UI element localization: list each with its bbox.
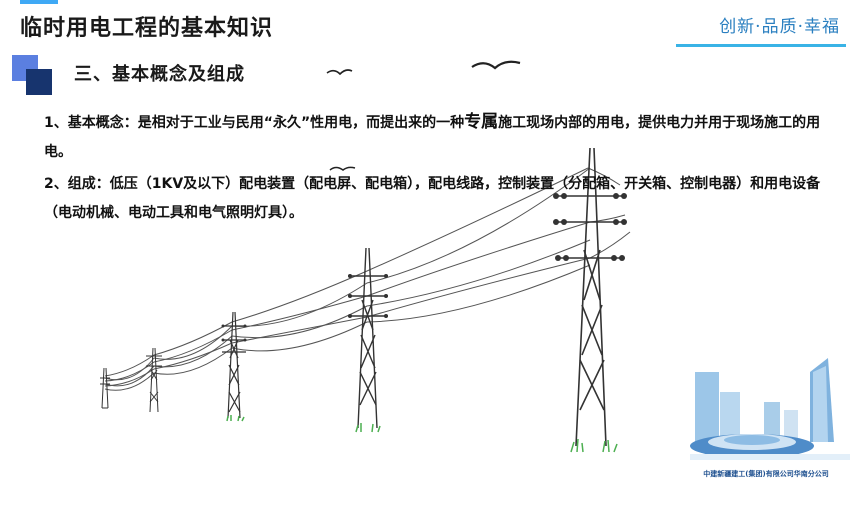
grass-icon [226,415,618,453]
power-tower [100,367,110,409]
slogan: 创新·品质·幸福 [719,17,840,37]
company-name: 中建新疆建工(集团)有限公司华南分公司 [703,470,829,478]
bird-icon [329,166,356,171]
composition-paragraph: 2、组成：低压（1KV及以下）配电装置（配电屏、配电箱），配电线路，控制装置（分… [44,176,821,221]
top-accent-bar [20,0,58,4]
company-city-logo [690,358,850,466]
bird-icon [326,69,353,76]
section-squares-icon [12,55,52,95]
power-tower [222,311,246,419]
section-title: 三、基本概念及组成 [74,64,245,85]
power-tower [146,347,162,413]
concept-text-start: 1、基本概念：是相对于工业与民用“永久”性用电，而提出来的一种 [44,115,465,131]
slogan-underline [676,44,846,47]
concept-paragraph: 1、基本概念：是相对于工业与民用“永久”性用电，而提出来的一种专属施工现场内部的… [44,108,824,167]
bird-icon [471,60,521,70]
power-tower [556,147,624,447]
concept-text-end: 施工现场内部的用电，提供电力并用于现场施工的用电。 [44,115,821,160]
page-title: 临时用电工程的基本知识 [20,16,274,41]
power-tower [348,247,388,429]
concept-emphasis: 专属 [464,112,499,132]
